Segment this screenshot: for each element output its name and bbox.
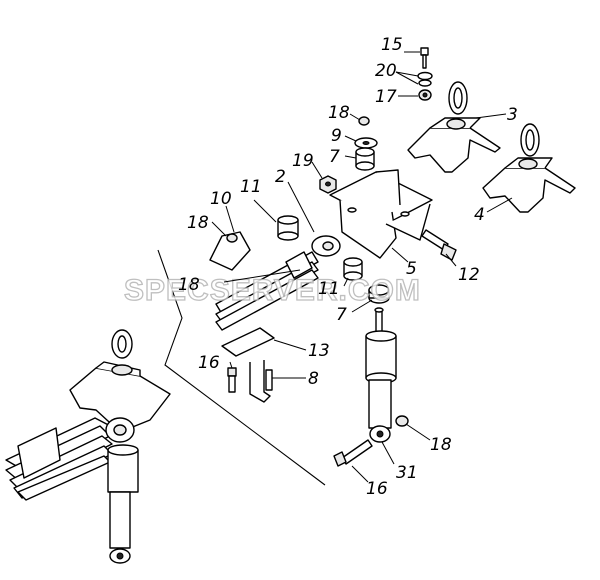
nut-17	[418, 89, 432, 101]
callout-2: 2	[275, 167, 286, 187]
callout-8: 8	[308, 369, 319, 389]
bushing-11-top	[277, 215, 299, 241]
callout-3: 3	[507, 105, 518, 125]
assembly-guide-line	[157, 249, 326, 486]
eye-bracket-4	[482, 123, 576, 213]
bracket-5	[329, 169, 433, 259]
callout-17: 17	[375, 87, 397, 107]
callout-18: 18	[328, 103, 350, 123]
callout-11: 11	[240, 177, 262, 197]
callout-7: 7	[329, 147, 340, 167]
bushing-7-top	[355, 147, 375, 171]
callout-18: 18	[430, 435, 452, 455]
callout-7: 7	[336, 305, 347, 325]
washer-20	[417, 71, 433, 87]
nut-18-left	[226, 233, 238, 243]
callout-15: 15	[381, 35, 403, 55]
callout-10: 10	[210, 189, 232, 209]
u-bolt-8	[249, 360, 273, 403]
callout-16: 16	[366, 479, 388, 499]
nut-19	[319, 175, 337, 194]
bushing-7-mid	[368, 284, 390, 304]
bushing-11-mid	[343, 257, 363, 281]
callout-13: 13	[308, 341, 330, 361]
pad-13	[221, 327, 275, 357]
assembled-suspension	[5, 329, 171, 564]
leader-lines	[211, 51, 513, 483]
callout-19: 19	[292, 151, 314, 171]
eye-bracket-3	[407, 81, 501, 173]
callout-16: 16	[198, 353, 220, 373]
watermark-text: SPECSERVER.COM	[124, 274, 421, 307]
callout-9: 9	[331, 126, 342, 146]
callout-20: 20	[375, 61, 397, 81]
bolt-16-left	[227, 367, 237, 393]
nut-18-top	[358, 116, 370, 126]
bolt-16-bottom	[333, 439, 373, 467]
bolt-15	[420, 47, 429, 69]
washer-9	[354, 137, 378, 149]
callout-18: 18	[187, 213, 209, 233]
leaf-spring-2	[209, 231, 341, 331]
callout-12: 12	[458, 265, 480, 285]
callout-4: 4	[474, 205, 485, 225]
bolt-12	[421, 229, 457, 261]
shock-absorber	[365, 307, 397, 443]
callout-18: 18	[178, 275, 200, 295]
callout-5: 5	[406, 259, 417, 279]
callout-31: 31	[396, 463, 418, 483]
callout-11: 11	[318, 279, 340, 299]
nut-18-right	[395, 415, 409, 427]
